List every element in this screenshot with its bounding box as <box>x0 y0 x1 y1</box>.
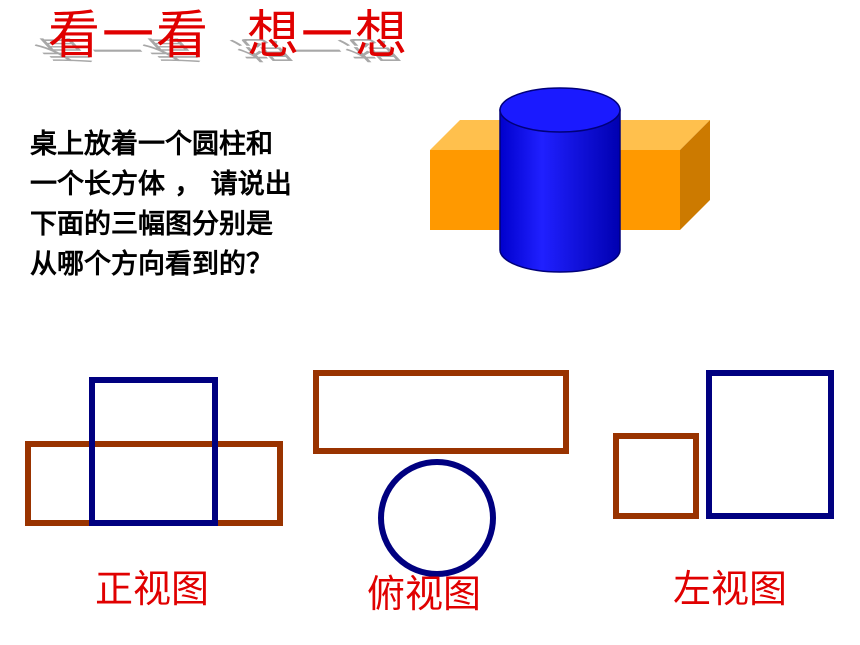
front-view-cylinder <box>89 377 218 526</box>
top-view <box>313 370 569 577</box>
cuboid-right-face <box>680 120 710 230</box>
side-view-label: 左视图 <box>673 567 788 611</box>
question-line-2: 一个长方体 ， 请说出 <box>30 169 292 200</box>
front-view <box>25 377 283 526</box>
cylinder-top <box>499 87 621 133</box>
top-view-label: 俯视图 <box>367 572 482 616</box>
side-view <box>613 370 834 519</box>
front-view-label: 正视图 <box>95 567 210 611</box>
question-line-4: 从哪个方向看到的？ <box>30 249 273 280</box>
question-line-1: 桌上放着一个圆柱和 <box>30 129 273 160</box>
front-view-cuboid <box>25 441 283 526</box>
top-view-cuboid <box>313 370 569 454</box>
top-view-cylinder <box>378 459 496 577</box>
question-text: 桌上放着一个圆柱和 一个长方体 ， 请说出 下面的三幅图分别是 从哪个方向看到的… <box>30 125 350 285</box>
solid-figure <box>430 87 710 273</box>
slide-title: 看一看 想一想 <box>48 6 410 66</box>
question-line-3: 下面的三幅图分别是 <box>30 209 273 240</box>
side-view-cuboid <box>613 433 699 519</box>
side-view-cylinder <box>706 370 834 519</box>
cylinder-body <box>499 109 621 273</box>
